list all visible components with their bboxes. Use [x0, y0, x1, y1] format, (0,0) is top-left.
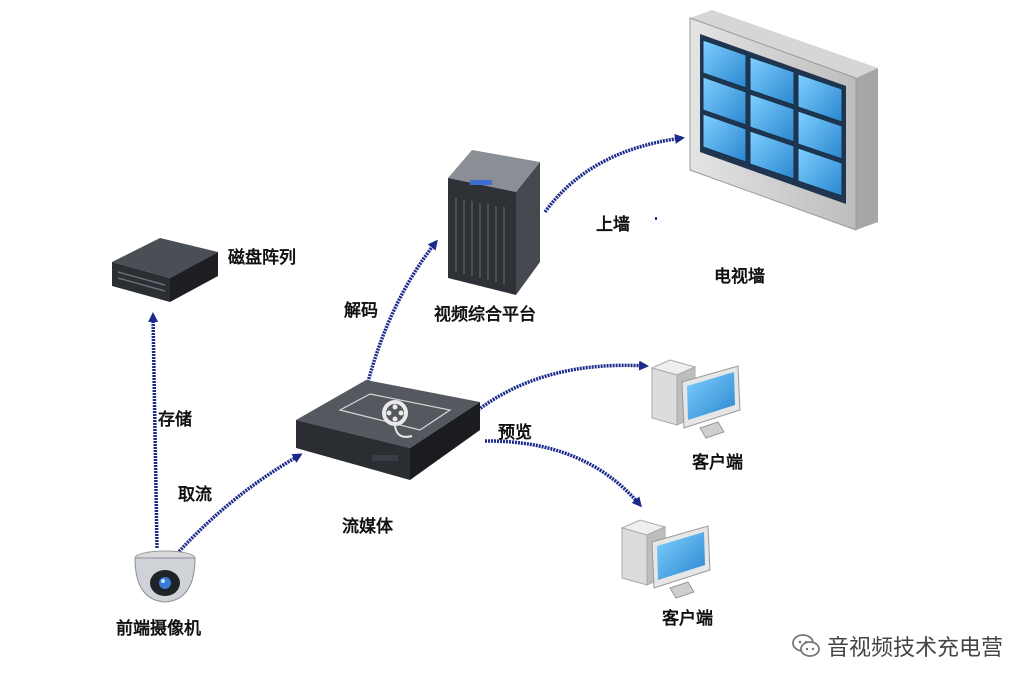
client-computer-icon — [620, 519, 711, 599]
arrow-camera-to-streaming — [173, 453, 303, 558]
arrow-platform-to-wall — [543, 133, 685, 214]
preview-label: 预览 — [498, 423, 532, 443]
arrow-streaming-to-client-1 — [476, 360, 649, 412]
disk-array-icon — [112, 238, 218, 302]
streaming-media-icon — [296, 380, 480, 480]
storage-label: 存储 — [158, 410, 192, 430]
watermark-text: 音视频技术充电营 — [826, 636, 1003, 661]
arrow-camera-to-disk — [148, 312, 159, 549]
arrow-streaming-to-platform — [366, 239, 438, 383]
client-label: 客户端 — [692, 453, 743, 473]
video-platform-label: 视频综合平台 — [434, 305, 536, 325]
arrows — [148, 133, 685, 558]
front-camera-icon — [134, 550, 196, 603]
wechat-icon — [792, 634, 820, 657]
tv-wall-icon — [689, 10, 878, 231]
video-platform-icon — [448, 150, 540, 295]
small-mark — [655, 217, 657, 220]
to-wall-label: 上墙 — [596, 215, 630, 235]
client-label: 客户端 — [662, 609, 713, 629]
streaming-media-label: 流媒体 — [342, 517, 393, 537]
decode-label: 解码 — [344, 301, 378, 321]
pull-stream-label: 取流 — [178, 485, 212, 505]
watermark: 音视频技术充电营 — [791, 630, 1003, 662]
tv-wall-label: 电视墙 — [714, 267, 765, 287]
arrow-streaming-to-client-2 — [484, 439, 642, 508]
front-camera-label: 前端摄像机 — [116, 619, 201, 639]
client-computer-icon — [650, 359, 741, 439]
disk-array-label: 磁盘阵列 — [228, 248, 296, 268]
